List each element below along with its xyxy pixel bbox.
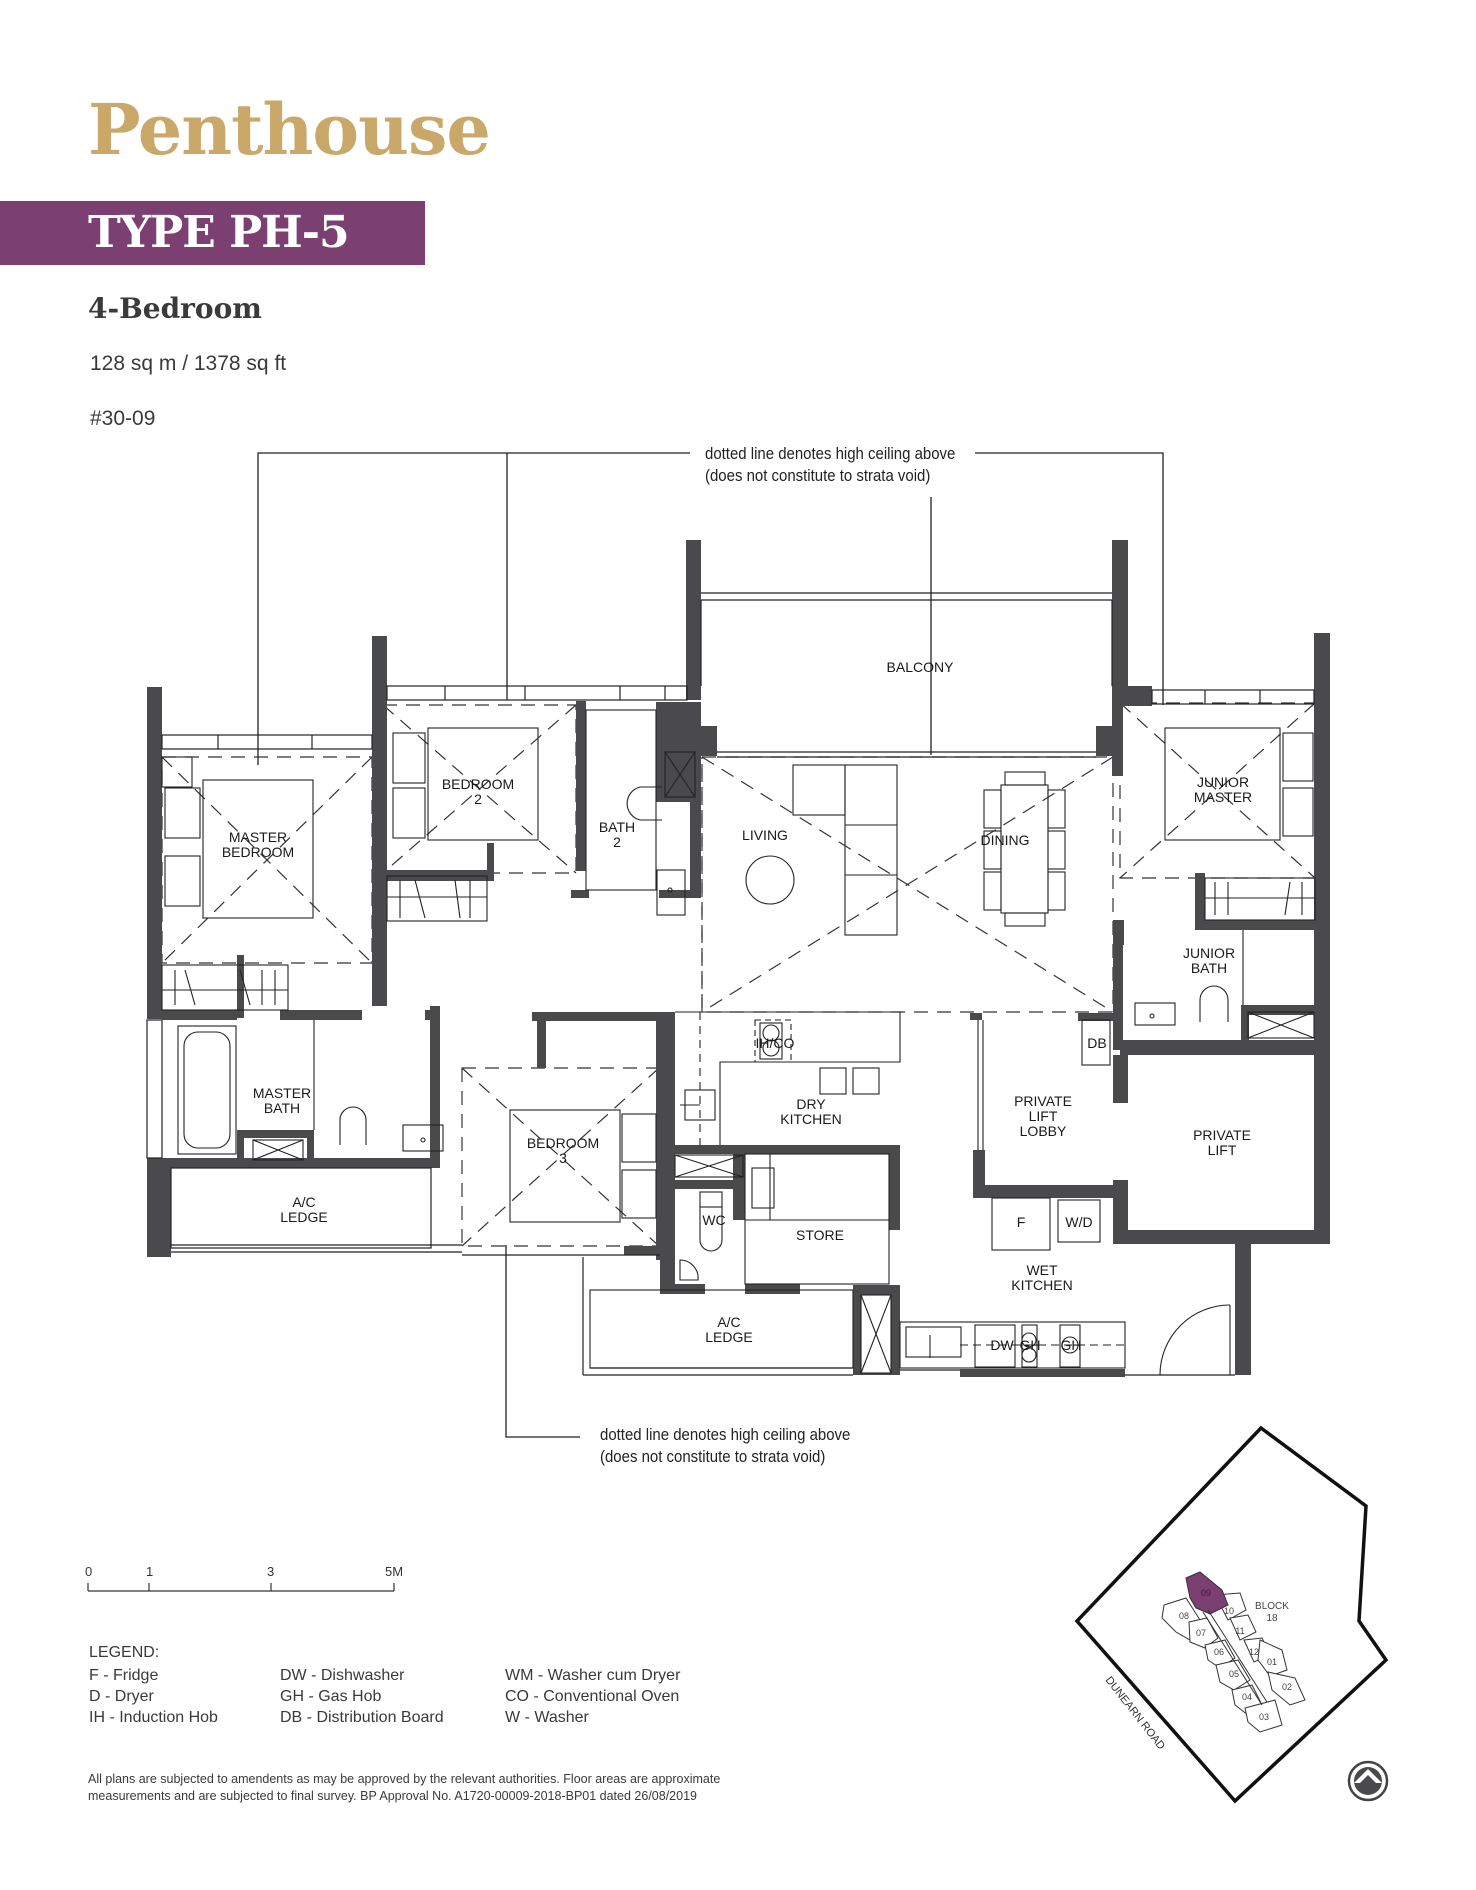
unit-07: 07 [1196,1628,1206,1638]
legend-item: W - Washer [505,1709,589,1726]
scale-bar [87,1583,395,1592]
unit-12: 12 [1249,1647,1259,1657]
balcony-outline [700,592,1113,758]
label-dry-kitchen-1: DRY [796,1096,826,1112]
unit-02: 02 [1282,1682,1292,1692]
legend-item: CO - Conventional Oven [505,1688,680,1705]
label-store: STORE [796,1227,844,1243]
label-master-bath-1: MASTER [253,1085,311,1101]
label-balcony: BALCONY [887,659,955,675]
unit-05: 05 [1229,1669,1239,1679]
label-junior-master-1: JUNIOR [1197,774,1249,790]
unit-type-band [0,201,425,265]
label-dry-kitchen-2: KITCHEN [780,1111,841,1127]
label-junior-bath-1: JUNIOR [1183,945,1235,961]
unit-11: 11 [1235,1626,1244,1636]
furniture [161,709,1316,1376]
label-ac-ledge-mid-2: LEDGE [705,1329,752,1345]
label-bath2-1: BATH [599,819,635,835]
label-master-bedroom-2: BEDROOM [222,844,294,860]
label-dw: DW [990,1337,1014,1353]
label-master-bedroom-1: MASTER [229,829,287,845]
leader-lines [257,452,1164,1438]
label-ac-ledge-mid-1: A/C [717,1314,740,1330]
windows [146,685,1315,1376]
unit-number: #30-09 [90,407,156,430]
legend-item: F - Fridge [89,1667,159,1684]
label-washer-dryer: W/D [1065,1214,1092,1230]
label-bedroom3-2: 3 [559,1150,567,1166]
label-bedroom2-1: BEDROOM [442,776,514,792]
north-arrow-icon [1347,1760,1389,1802]
legend-item: DB - Distribution Board [280,1709,444,1726]
label-dining: DINING [981,832,1030,848]
unit-03: 03 [1259,1712,1269,1722]
legend-item: DW - Dishwasher [280,1667,405,1684]
walls [147,540,1330,1377]
legend-column-3: WM - Washer cum Dryer CO - Conventional … [505,1665,680,1728]
label-living: LIVING [742,827,788,843]
highlighted-unit [1185,1571,1229,1615]
label-gh-2: GH [1061,1337,1082,1353]
label-wet-kitchen-1: WET [1026,1262,1058,1278]
label-private-lift-2: LIFT [1208,1142,1237,1158]
label-bath2-2: 2 [613,834,621,850]
site-boundary [1074,1425,1389,1804]
room-labels: BALCONY MASTER BEDROOM BEDROOM 2 BATH 2 … [222,659,1252,1353]
label-lift-lobby-3: LOBBY [1020,1123,1067,1139]
unit-08: 08 [1179,1611,1189,1621]
legend-column-1: F - Fridge D - Dryer IH - Induction Hob [89,1665,218,1728]
legend-item: WM - Washer cum Dryer [505,1667,681,1684]
unit-09: 09 [1201,1588,1211,1598]
bedroom-count: 4-Bedroom [88,292,262,325]
note-bottom-line2: (does not constitute to strata void) [600,1447,826,1466]
note-top: dotted line denotes high ceiling above (… [705,443,955,487]
note-top-line2: (does not constitute to strata void) [705,466,931,485]
label-wc: WC [702,1212,725,1228]
label-ac-ledge-left-2: LEDGE [280,1209,327,1225]
label-bedroom3-1: BEDROOM [527,1135,599,1151]
label-ih-co: IH/CO [756,1035,795,1051]
disclaimer-line1: All plans are subjected to amendents as … [88,1772,721,1786]
label-fridge: F [1017,1214,1026,1230]
label-lift-lobby-2: LIFT [1029,1108,1058,1124]
unit-type-label: TYPE PH-5 [88,207,350,258]
note-bottom-line1: dotted line denotes high ceiling above [600,1425,851,1444]
label-junior-master-2: MASTER [1194,789,1252,805]
disclaimer-line2: measurements and are subjected to final … [88,1789,697,1803]
scale-tick-3: 3 [267,1564,274,1579]
legend-column-2: DW - Dishwasher GH - Gas Hob DB - Distri… [280,1665,444,1728]
unit-06: 06 [1214,1647,1224,1657]
page-title: Penthouse [88,88,491,171]
legend-item: GH - Gas Hob [280,1688,382,1705]
unit-01: 01 [1267,1657,1277,1667]
scale-tick-1: 1 [146,1564,153,1579]
scale-tick-5m: 5M [385,1564,403,1579]
label-wet-kitchen-2: KITCHEN [1011,1277,1072,1293]
key-plan: 09 08 07 06 05 04 03 10 11 12 01 02 BLOC… [1074,1425,1389,1804]
floor-area: 128 sq m / 1378 sq ft [90,352,287,375]
label-ac-ledge-left-1: A/C [292,1194,315,1210]
label-gh-1: GH [1020,1337,1041,1353]
legend-title: LEGEND: [89,1644,160,1661]
legend-item: D - Dryer [89,1688,154,1705]
note-bottom: dotted line denotes high ceiling above (… [600,1424,850,1468]
scale-bar-labels: 0 1 3 5M [85,1564,403,1579]
block-label-1: BLOCK [1255,1601,1289,1612]
note-top-line1: dotted line denotes high ceiling above [705,444,956,463]
label-db: DB [1087,1035,1106,1051]
label-private-lift-1: PRIVATE [1193,1127,1251,1143]
block-label-2: 18 [1266,1613,1278,1624]
legend-item: IH - Induction Hob [89,1709,218,1726]
unit-04: 04 [1242,1692,1252,1702]
label-lift-lobby-1: PRIVATE [1014,1093,1072,1109]
label-master-bath-2: BATH [264,1100,300,1116]
disclaimer: All plans are subjected to amendents as … [88,1771,788,1805]
label-junior-bath-2: BATH [1191,960,1227,976]
scale-tick-0: 0 [85,1564,92,1579]
unit-10: 10 [1224,1606,1234,1616]
label-bedroom2-2: 2 [474,791,482,807]
